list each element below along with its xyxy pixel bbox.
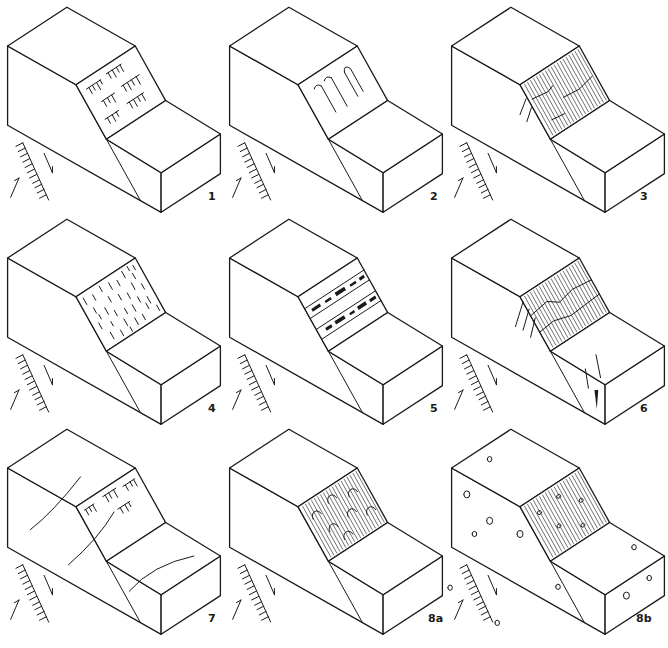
slip-sketch bbox=[455, 143, 497, 200]
step-mark bbox=[106, 64, 125, 81]
pebble bbox=[535, 484, 594, 546]
fracture-shadow bbox=[594, 390, 598, 409]
striations bbox=[524, 49, 606, 135]
panel-number: 2 bbox=[430, 190, 438, 203]
step-edge bbox=[529, 274, 600, 335]
panel bbox=[452, 7, 665, 212]
band-edge bbox=[305, 270, 381, 339]
step-edge bbox=[532, 64, 600, 125]
pebble bbox=[464, 457, 652, 600]
plane-marks bbox=[521, 260, 609, 350]
slip-sketch bbox=[11, 143, 53, 200]
striations bbox=[302, 471, 384, 557]
plane-marks bbox=[524, 49, 607, 136]
plane-marks bbox=[86, 58, 152, 126]
plane-marks bbox=[313, 63, 365, 117]
fault-block bbox=[8, 219, 221, 424]
slip-sketch bbox=[233, 355, 275, 412]
slip-sketch bbox=[233, 143, 275, 200]
panel-number: 7 bbox=[208, 612, 216, 625]
step-mark bbox=[127, 93, 148, 111]
step-mark bbox=[105, 110, 122, 125]
tool-groove bbox=[313, 83, 336, 116]
striations bbox=[524, 471, 606, 557]
plane-marks bbox=[84, 477, 147, 532]
panel-number: 8b bbox=[636, 612, 652, 625]
panel bbox=[448, 429, 665, 634]
pebble bbox=[448, 585, 500, 625]
tool-groove bbox=[343, 65, 364, 96]
slip-sketch bbox=[455, 565, 497, 622]
step-mark bbox=[121, 75, 143, 94]
fracture bbox=[515, 302, 600, 388]
panel-number: 6 bbox=[640, 402, 648, 415]
panel-number: 8a bbox=[428, 612, 443, 625]
plane-marks bbox=[302, 471, 384, 557]
fracture bbox=[520, 99, 531, 122]
panel-number: 4 bbox=[208, 402, 216, 415]
panel bbox=[8, 7, 221, 212]
tool-groove bbox=[323, 75, 347, 110]
lens bbox=[311, 274, 377, 332]
plane-marks bbox=[524, 471, 606, 557]
slip-sketch bbox=[233, 565, 275, 622]
fault-block bbox=[452, 219, 665, 424]
fault-block bbox=[230, 219, 443, 424]
crescent-mark bbox=[308, 477, 380, 549]
fault-block bbox=[230, 429, 443, 634]
panel-number: 1 bbox=[208, 190, 216, 203]
striations bbox=[524, 261, 606, 347]
fault-block bbox=[452, 7, 665, 212]
slip-sketch bbox=[11, 565, 53, 622]
fault-block bbox=[8, 429, 221, 634]
fault-block bbox=[230, 7, 443, 212]
step-mark bbox=[102, 93, 119, 109]
slip-sketch bbox=[11, 355, 53, 412]
plane-marks bbox=[82, 263, 161, 346]
panel bbox=[230, 219, 443, 424]
curved-fracture bbox=[30, 477, 193, 591]
striae bbox=[82, 263, 161, 346]
panel bbox=[8, 219, 221, 424]
slip-sketch bbox=[455, 355, 497, 412]
panel bbox=[8, 429, 221, 634]
step-mark bbox=[84, 477, 147, 532]
panel-number: 5 bbox=[430, 402, 438, 415]
step-mark bbox=[86, 80, 104, 96]
plane-marks bbox=[305, 270, 381, 339]
fault-block bbox=[8, 7, 221, 212]
panel bbox=[230, 7, 443, 212]
panel bbox=[230, 429, 443, 634]
panel-number: 3 bbox=[640, 190, 648, 203]
panel bbox=[452, 219, 665, 424]
fault-block bbox=[452, 429, 665, 634]
